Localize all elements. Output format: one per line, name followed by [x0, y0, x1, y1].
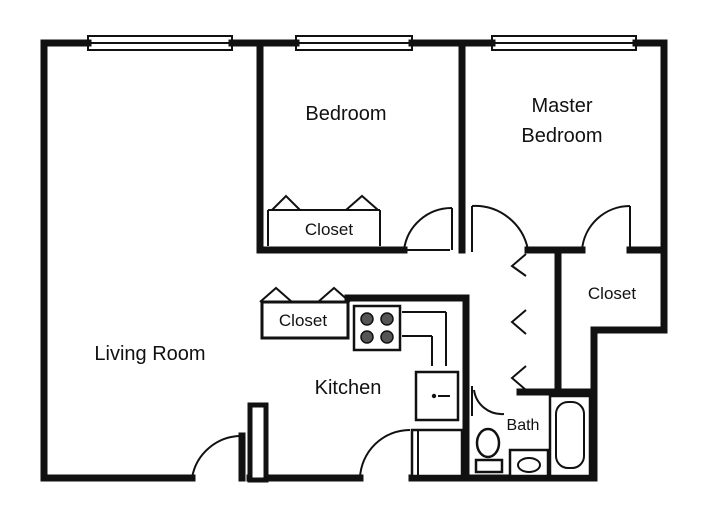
room-label-master-line1: Master	[531, 95, 592, 117]
refrigerator	[410, 428, 464, 478]
sink-icon	[508, 448, 550, 478]
door-swing-icon	[471, 204, 529, 252]
door-swing-icon	[581, 204, 631, 251]
door-swing-icon	[471, 386, 505, 416]
interior-walls	[247, 39, 668, 483]
room-label-bedroom: Bedroom	[305, 103, 386, 125]
stove-icon	[352, 304, 402, 352]
closet-label-bedroom: Closet	[305, 220, 353, 239]
door-swing-icon	[191, 434, 243, 479]
kitchen-closet	[259, 286, 351, 340]
toilet-icon	[474, 427, 504, 474]
door-swing-icon	[403, 206, 453, 251]
window-icon	[87, 35, 233, 51]
bathtub-icon	[548, 394, 592, 478]
closet-label-master: Closet	[588, 284, 636, 303]
bedroom-closet	[267, 194, 381, 246]
window-icon	[295, 35, 413, 51]
counter	[402, 311, 447, 366]
hall-closet-doors	[510, 253, 527, 391]
room-label-bath: Bath	[507, 417, 540, 434]
window-icon	[491, 35, 637, 51]
sink-icon	[414, 370, 460, 422]
exterior-walls	[40, 39, 668, 482]
door-swing-icon	[359, 428, 411, 479]
room-label-kitchen: Kitchen	[315, 377, 382, 399]
room-label-master-line2: Bedroom	[521, 125, 602, 147]
closet-label-kitchen: Closet	[279, 311, 327, 330]
room-label-living-room: Living Room	[94, 343, 205, 365]
